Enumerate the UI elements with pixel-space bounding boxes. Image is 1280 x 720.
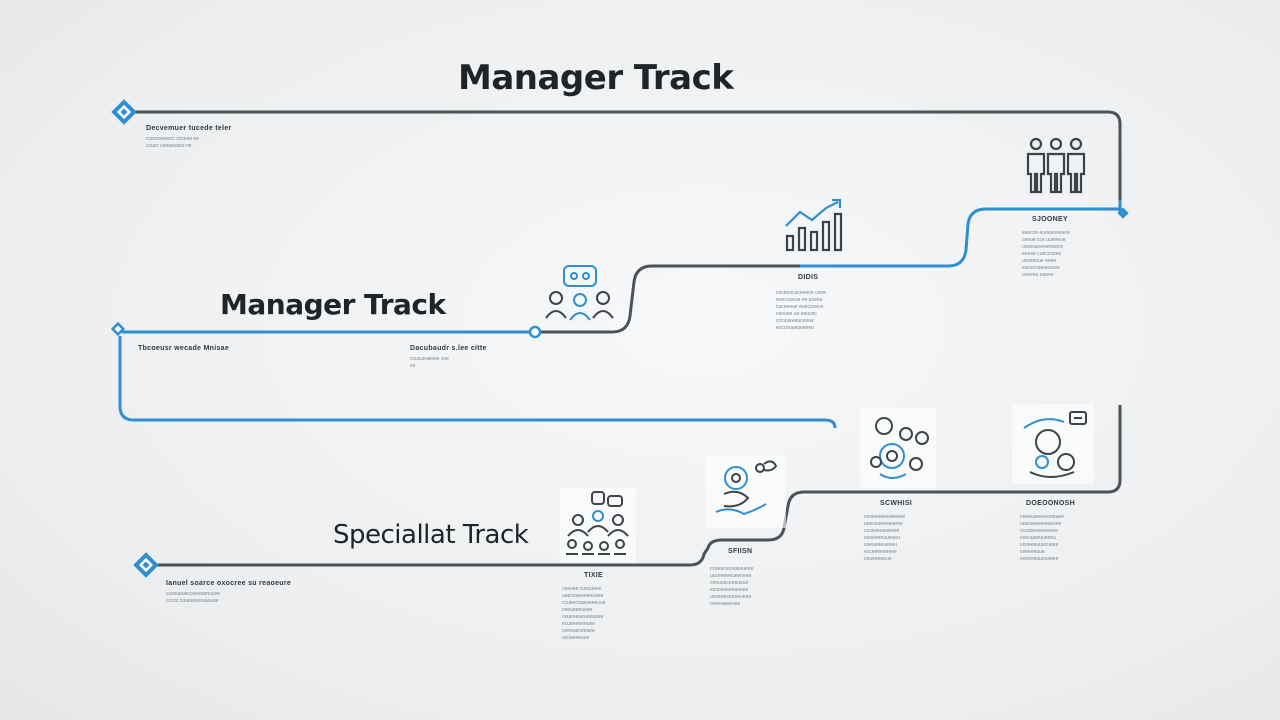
collab-label: SCWHISI <box>880 500 913 507</box>
team-text: eeecce eueueeeeece ceeue cce uueneue uce… <box>1022 230 1070 278</box>
main-title: Manager Track <box>458 58 734 98</box>
manager-step-line-upper <box>800 207 1120 268</box>
specialist-track-title: Speciallat Track <box>333 520 529 550</box>
person-chat-icon <box>1023 411 1087 478</box>
collab-text: ceeeeeeeeueeeee ueeceueeeeueee ccuceeuue… <box>864 514 906 562</box>
top-end-node-icon <box>1117 207 1129 219</box>
top-track-line <box>126 110 1122 200</box>
growth-text: cecenecuceeene cene euecuceue ee eceeu c… <box>776 290 827 331</box>
chat-text: ceeeuueeeuceeuee ueeceueeeeueeee ccuceeu… <box>1020 514 1064 562</box>
specialist-icon-text: ceeuee cuecueee ueeceueeeenueee ccueecuu… <box>562 586 606 641</box>
network-icon <box>870 417 929 479</box>
speech-bubble-icon <box>715 460 778 516</box>
top-start-diamond-icon <box>111 99 137 125</box>
collaboration-icon <box>545 265 614 321</box>
speech-text: cceeuceceueeueee uuceeeeeueeneee ceeuuec… <box>710 566 754 607</box>
chat-label: DOEOONOSH <box>1026 500 1075 507</box>
growth-chart-icon <box>785 198 843 252</box>
speech-label: SFIISN <box>728 548 753 555</box>
specialist-group-icon <box>566 491 629 555</box>
manager-track-title: Manager Track <box>220 288 446 321</box>
top-start-label: Decvemuer tucede teler <box>146 125 232 132</box>
team-icon <box>1026 137 1086 194</box>
specialist-start-label: Ianuel soarce oxocree su reaoeure <box>166 580 292 587</box>
manager-mid-label: Dacubaudr s.lee citte <box>410 345 487 352</box>
connector-loop-line <box>118 336 837 429</box>
manager-step-line-dark <box>535 264 800 334</box>
specialist-start-diamond-icon <box>133 552 159 578</box>
mid-node-icon <box>528 325 542 339</box>
team-label: SJOONEY <box>1032 216 1068 223</box>
manager-start-label: Tbcoeusr wecade Mnisae <box>138 345 230 352</box>
specialist-start-text: ccevueuecceeeuenucee ccccc cuueeoeeuueuu… <box>166 591 220 604</box>
manager-mid-text: ccucueueese cee ee <box>410 356 449 369</box>
manager-start-node-icon <box>110 321 126 337</box>
specialist-icon-label: TIXIE <box>584 572 604 579</box>
growth-label: DIDIS <box>798 274 819 281</box>
specialist-track-line <box>146 405 1122 567</box>
top-start-text: ccevoxeeecc cccene ee ccucc ceeueuoce ne <box>146 136 200 149</box>
